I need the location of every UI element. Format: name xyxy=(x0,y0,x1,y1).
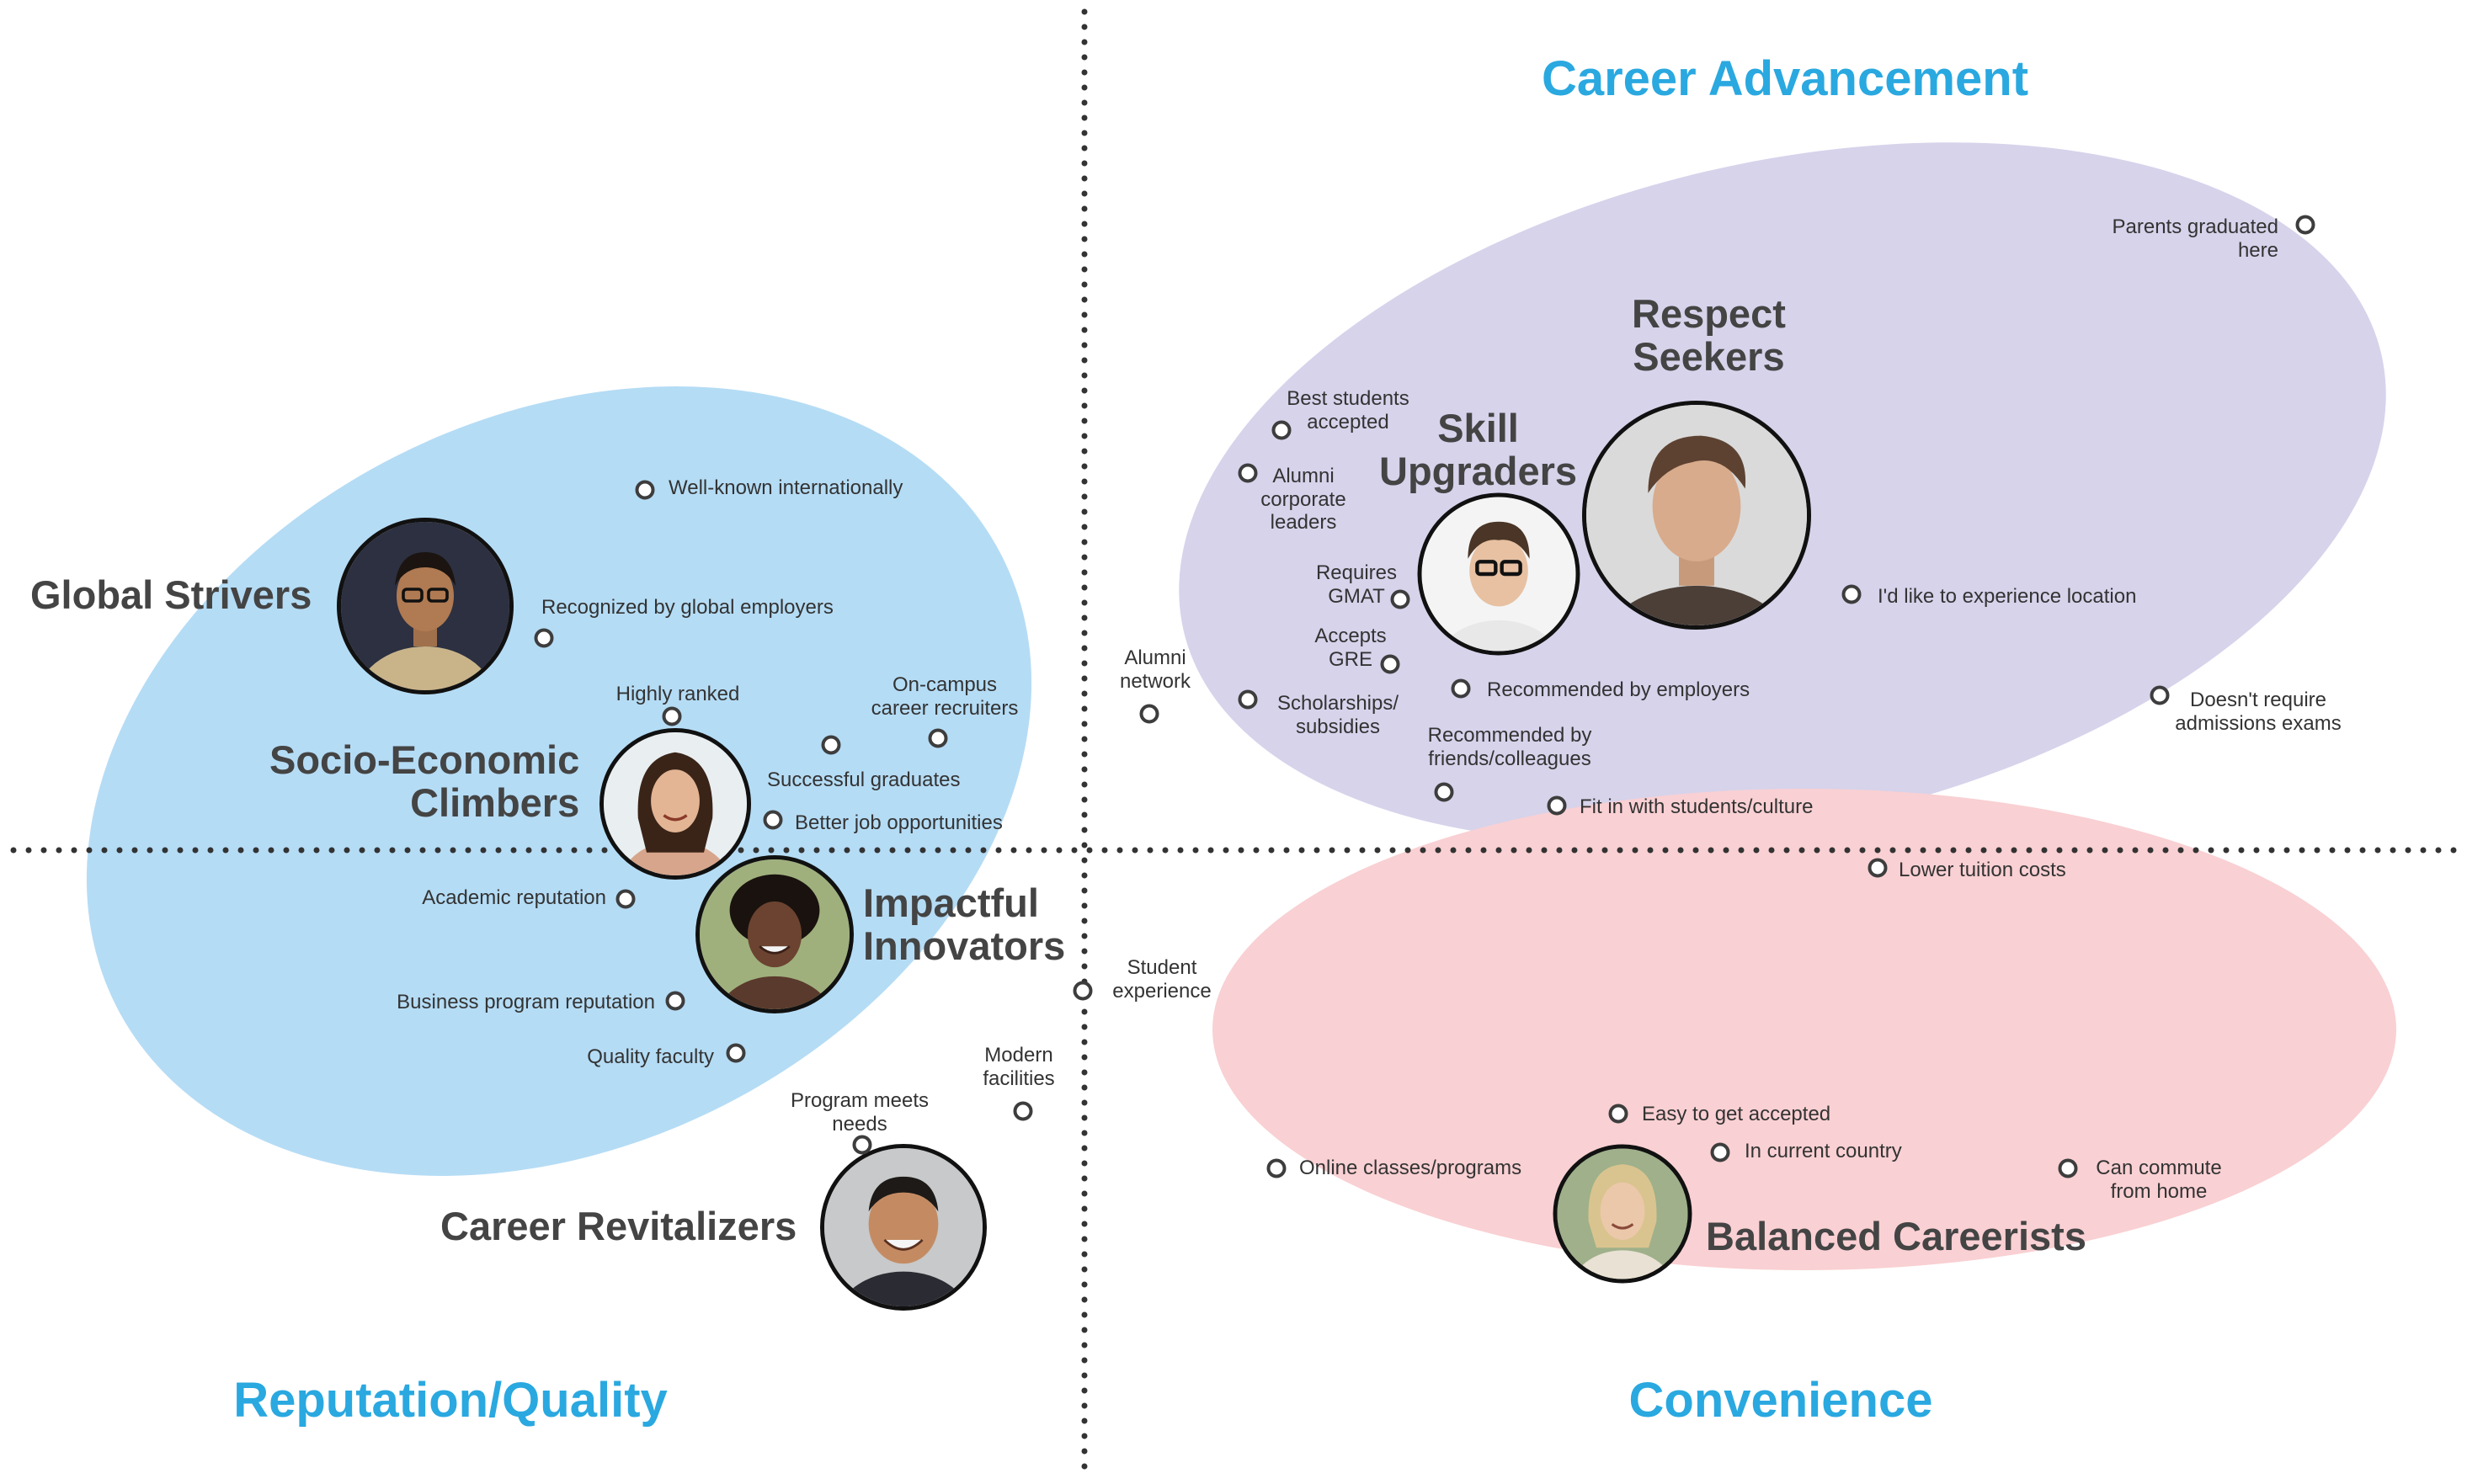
factor-marker xyxy=(1073,981,1093,1001)
factor-label: Fit in with students/culture xyxy=(1580,795,1814,818)
segment-label-skill-upgraders: Skill Upgraders xyxy=(1379,406,1578,493)
factor-label: Accepts GRE xyxy=(1314,625,1387,671)
factor-label: Quality faculty xyxy=(587,1045,714,1068)
factor-marker xyxy=(1139,704,1159,724)
factor-marker xyxy=(2058,1158,2078,1178)
quadrant-title-career-advancement: Career Advancement xyxy=(1541,51,2029,106)
avatar-balanced-careerists xyxy=(1553,1144,1692,1284)
factor-label: Well-known internationally xyxy=(669,476,903,499)
factor-label: Business program reputation xyxy=(397,991,655,1013)
factor-label: On-campus career recruiters xyxy=(871,673,1019,720)
factor-label: Alumni network xyxy=(1119,646,1191,693)
factor-label: Program meets needs xyxy=(790,1089,930,1136)
factor-label: Scholarships/ subsidies xyxy=(1276,692,1399,738)
factor-marker xyxy=(1238,463,1258,483)
convenience-cluster xyxy=(1212,789,2396,1270)
factor-label: Parents graduated here xyxy=(2112,215,2278,262)
quadrant-title-reputation-quality: Reputation/Quality xyxy=(233,1373,668,1428)
factor-marker xyxy=(662,706,682,726)
segment-label-socio-economic-climbers: Socio-Economic Climbers xyxy=(269,737,580,825)
avatar-global-strivers xyxy=(337,518,514,694)
person-photo-icon xyxy=(824,1148,983,1306)
factor-marker xyxy=(2295,215,2315,235)
quadrant-title-convenience: Convenience xyxy=(1628,1373,1933,1428)
factor-marker xyxy=(1271,420,1292,440)
person-photo-icon xyxy=(604,732,747,875)
factor-label: Requires GMAT xyxy=(1315,561,1398,608)
factor-marker xyxy=(1013,1101,1033,1121)
factor-marker xyxy=(1266,1158,1287,1178)
factor-marker xyxy=(1608,1104,1628,1124)
factor-label: Easy to get accepted xyxy=(1642,1103,1831,1125)
factor-marker xyxy=(726,1043,746,1063)
factor-marker xyxy=(1547,795,1567,816)
factor-label: Best students accepted xyxy=(1287,387,1409,433)
factor-marker xyxy=(1380,654,1400,674)
factor-label: Doesn't require admissions exams xyxy=(2175,689,2342,735)
factor-label: Recommended by friends/colleagues xyxy=(1427,724,1592,770)
factor-label: Recommended by employers xyxy=(1487,678,1750,701)
factor-marker xyxy=(1841,584,1862,604)
factor-marker xyxy=(1868,858,1888,878)
avatar-socio-economic-climbers xyxy=(599,728,751,880)
factor-marker xyxy=(635,480,655,500)
factor-label: Student experience xyxy=(1112,956,1212,1003)
segment-label-respect-seekers: Respect Seekers xyxy=(1632,291,1786,379)
factor-marker xyxy=(763,810,783,830)
factor-marker xyxy=(1238,689,1258,710)
factor-marker xyxy=(852,1135,872,1155)
person-photo-icon xyxy=(1557,1148,1688,1279)
segment-label-balanced-careerists: Balanced Careerists xyxy=(1706,1214,2086,1258)
avatar-skill-upgraders xyxy=(1417,492,1580,656)
factor-marker xyxy=(2150,685,2170,705)
factor-label: Can commute from home xyxy=(2096,1157,2222,1203)
segment-label-career-revitalizers: Career Revitalizers xyxy=(440,1204,797,1248)
factor-marker xyxy=(1390,589,1410,609)
factor-label: Modern facilities xyxy=(983,1044,1055,1090)
avatar-respect-seekers xyxy=(1582,401,1811,630)
factor-marker xyxy=(821,735,841,755)
factor-label: Lower tuition costs xyxy=(1899,859,2066,881)
factor-marker xyxy=(1451,678,1471,699)
segment-label-impactful-innovators: Impactful Innovators xyxy=(863,880,1066,968)
person-photo-icon xyxy=(700,859,850,1009)
factor-marker xyxy=(1434,782,1454,802)
factor-label: Better job opportunities xyxy=(795,811,1003,834)
person-photo-icon xyxy=(1421,497,1576,652)
factor-marker xyxy=(534,628,554,648)
factor-label: I'd like to experience location xyxy=(1878,585,2137,608)
factor-label: Alumni corporate leaders xyxy=(1260,465,1346,535)
factor-marker xyxy=(615,889,636,909)
reputation-cluster xyxy=(86,386,1032,1176)
factor-marker xyxy=(1710,1142,1730,1162)
factor-label: Academic reputation xyxy=(422,886,606,909)
segment-label-global-strivers: Global Strivers xyxy=(30,572,312,617)
factor-label: Highly ranked xyxy=(615,683,740,705)
avatar-career-revitalizers xyxy=(820,1144,987,1311)
factor-label: In current country xyxy=(1745,1140,1902,1162)
factor-label: Online classes/programs xyxy=(1299,1157,1522,1179)
factor-label: Successful graduates xyxy=(767,769,961,791)
factor-marker xyxy=(928,728,948,748)
avatar-impactful-innovators xyxy=(695,855,854,1013)
factor-label: Recognized by global employers xyxy=(541,596,834,619)
person-photo-icon xyxy=(1586,405,1807,625)
person-photo-icon xyxy=(341,522,509,690)
factor-marker xyxy=(665,991,685,1011)
